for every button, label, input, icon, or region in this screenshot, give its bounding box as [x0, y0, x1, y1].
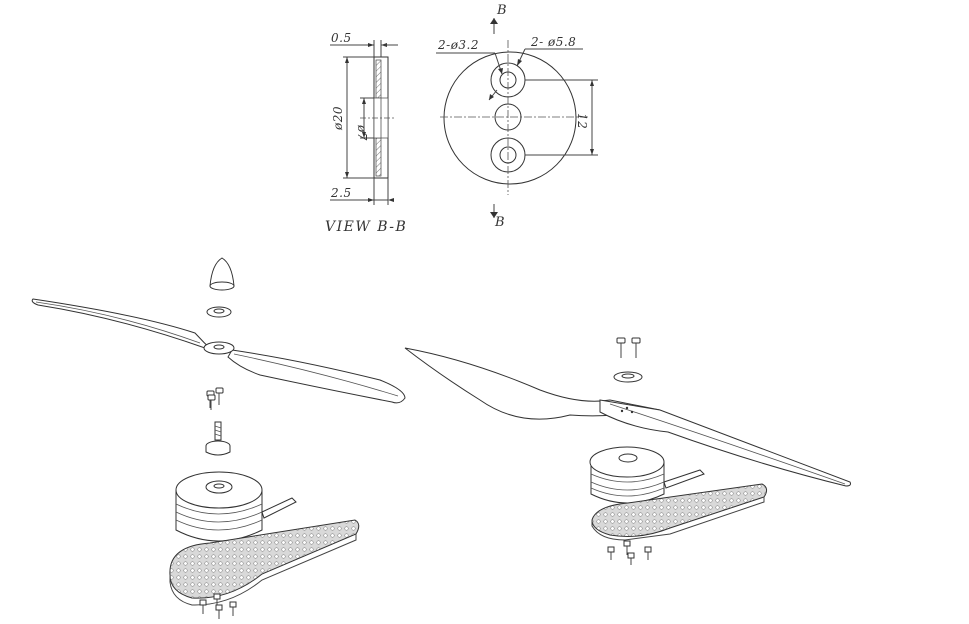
left-screws	[206, 387, 224, 410]
dim-small-holes: 2-ø3.2	[437, 38, 479, 52]
view-label: VIEW B-B	[325, 219, 407, 235]
left-carbon-arm	[169, 519, 360, 606]
spinner-nut	[209, 257, 235, 291]
left-bottom-screws	[199, 593, 237, 619]
prop-washer	[206, 306, 232, 318]
left-motor	[175, 471, 297, 542]
right-motor	[589, 446, 705, 504]
section-front-view: B B 2-ø3.2 2- ø5.8 12	[436, 3, 598, 230]
section-mark-top: B	[496, 3, 507, 18]
right-propeller	[404, 347, 851, 487]
dim-outer-diameter: ø20	[331, 106, 345, 131]
dim-thickness-top: 0.5	[331, 31, 352, 45]
dim-inner-diameter: ø7	[355, 124, 369, 141]
hatch-top	[375, 59, 382, 99]
prop-adapter	[205, 421, 231, 456]
right-carbon-arm	[591, 483, 768, 541]
right-assembly	[404, 337, 851, 565]
left-assembly	[31, 257, 406, 619]
left-propeller	[31, 298, 406, 404]
right-top-screws	[616, 337, 641, 358]
dim-large-holes: 2- ø5.8	[530, 35, 576, 49]
right-bottom-screws	[607, 540, 652, 565]
section-mark-bottom: B	[494, 215, 505, 230]
section-side-view: 0.5 2.5 ø20 ø7 VIEW B-B	[325, 31, 407, 235]
dim-thickness-bottom: 2.5	[330, 186, 352, 200]
dim-hole-spacing: 12	[575, 113, 589, 129]
hatch-bottom	[375, 137, 382, 177]
right-washer	[613, 371, 643, 383]
